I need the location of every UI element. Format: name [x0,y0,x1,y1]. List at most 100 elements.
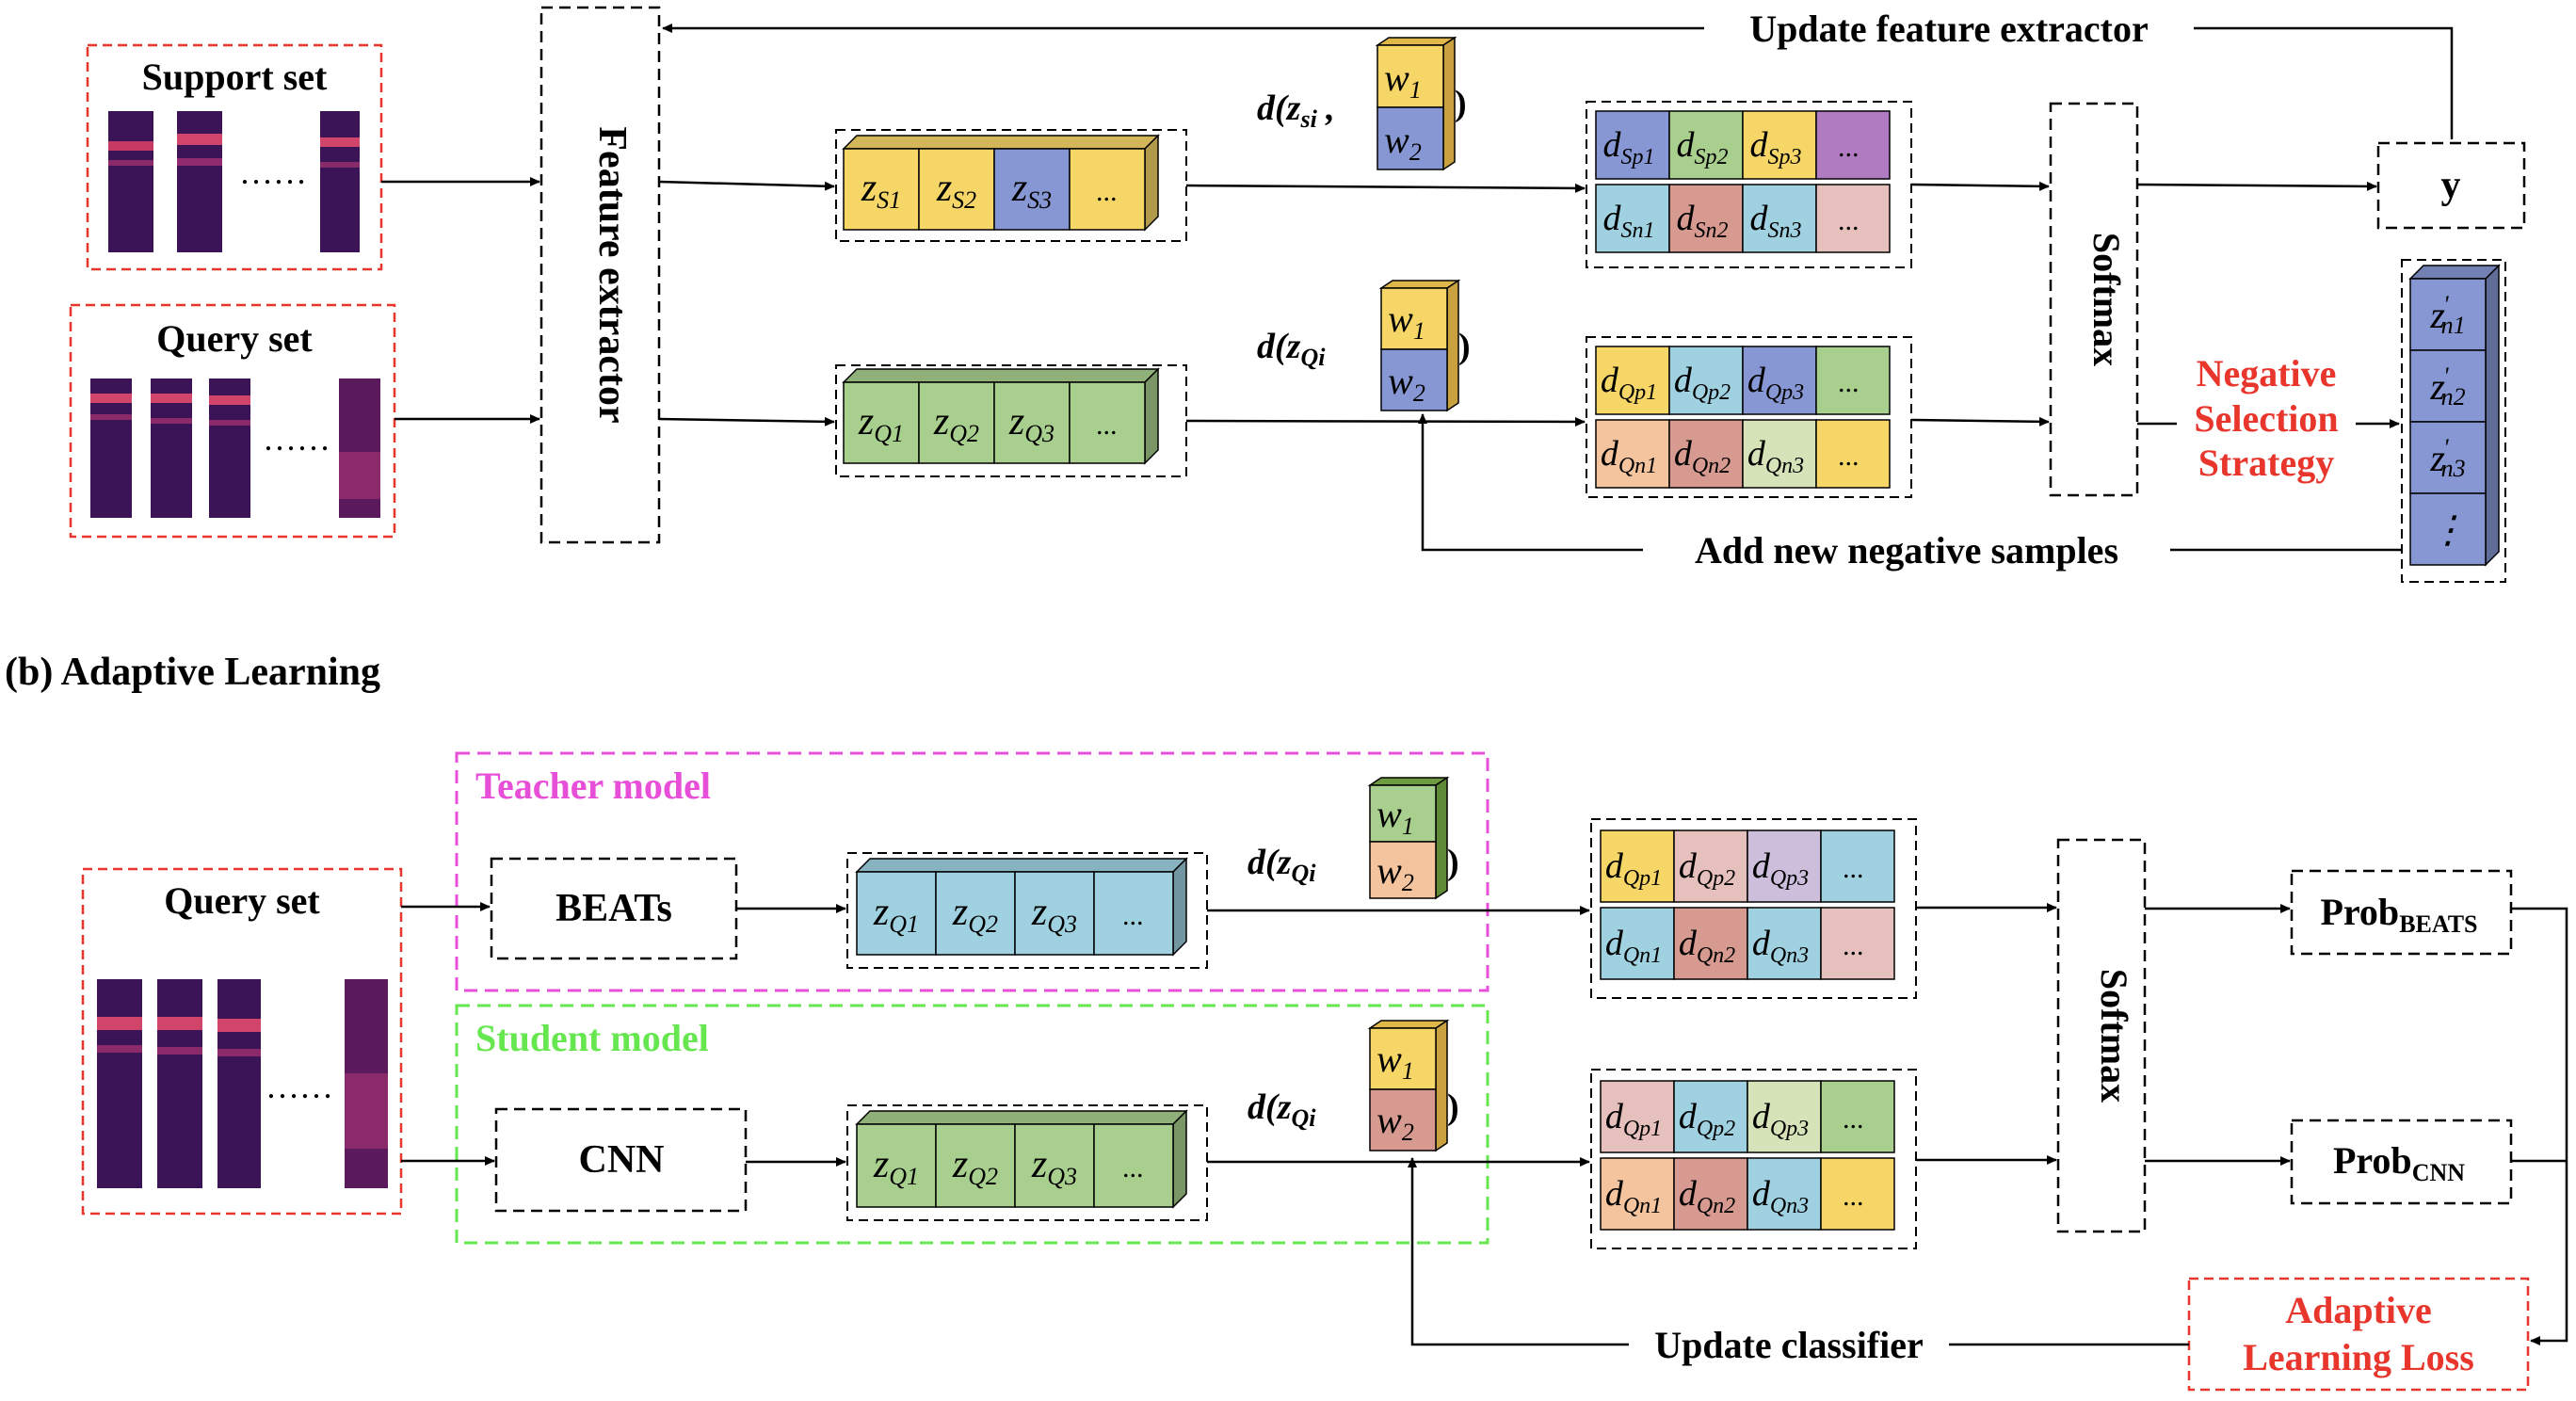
softmax-box-b [2056,838,2147,1233]
prob-cnn-label: ProbCNN [2333,1139,2465,1186]
cuboid-cell [843,148,920,231]
cell-label: ... [1839,205,1860,236]
softmax-label-b: Softmax [2093,969,2135,1103]
grid-cell [1747,1157,1822,1231]
grid-cell [1600,1080,1675,1153]
cell-label: ... [1097,410,1119,441]
query-spectrograms-b: …… [97,979,388,1188]
cuboid-side [1144,367,1159,465]
grid-cell [1668,419,1744,489]
cell-label: zQ1 [873,891,919,938]
cuboid-top [842,368,1160,383]
cell-label: dQn1 [1605,924,1662,968]
adaptive-loss-box [2187,1277,2530,1392]
adaptive-loss-line1: Adaptive [2285,1289,2432,1331]
zn-label: z'n1 [2429,291,2465,339]
cell-label: ... [1839,367,1860,398]
cell-label: zQ1 [873,1143,919,1190]
softmax-label-a: Softmax [2085,233,2128,366]
svg-text:……: …… [266,1068,333,1105]
cuboid-cell [1093,1123,1174,1208]
cuboid-top [855,1110,1188,1125]
grid-cell [1742,184,1817,253]
grid-cell [1595,346,1670,415]
feature-extractor-label: Feature extractor [590,126,634,423]
prob-beats-label: ProbBEATS [2320,891,2477,938]
y-label: y [2441,164,2461,207]
svg-text:w2: w2 [1377,849,1414,896]
part-b-title: (b) Adaptive Learning [5,651,380,694]
svg-text:): ) [1458,327,1471,366]
cuboid-cell [935,871,1016,956]
cell-label: ... [1123,900,1145,931]
zn-cell [2409,278,2487,351]
cuboid-cell [1093,871,1174,956]
zn-label: ⋮ [2429,508,2467,551]
grid-cell [1815,419,1891,489]
grid-cell [1595,419,1670,489]
cell-label: dQp2 [1679,1097,1735,1141]
cuboid-top [855,858,1188,873]
cell-label: dQp3 [1747,361,1804,405]
w-stack-support: w1 w2 ) [1375,36,1467,171]
svg-text:w1: w1 [1377,1038,1414,1085]
w-stack-query: w1 w2 ) [1378,279,1471,412]
query-set-box-b [81,867,403,1216]
softmax-box-a [2049,102,2139,497]
cell-label: dQn3 [1752,1174,1809,1218]
zn-label: z'n2 [2429,362,2465,411]
cuboid-cell [856,871,937,956]
cell-label: dQp2 [1674,361,1731,405]
grid-cell [1742,110,1817,180]
d-query-label: d(zQi [1257,327,1326,371]
grid-cell [1668,184,1744,253]
cuboid-side [1144,134,1159,232]
cell-label: ... [1839,441,1860,472]
d-student-label: d(zQi [1248,1087,1316,1132]
add-negative-label: Add new negative samples [1695,529,2118,572]
w-stack-teacher: w1 w2 ) [1367,776,1459,900]
cell-label: zQ3 [1031,891,1077,938]
grid-cell [1815,110,1891,180]
svg-text:w2: w2 [1388,360,1425,407]
grid-cell [1742,419,1817,489]
teacher-frame [455,751,1489,992]
grid-cell [1595,110,1670,180]
svg-text:): ) [1447,1087,1459,1127]
grid-cell [1820,829,1895,903]
cell-label: zQ3 [1008,400,1055,447]
grid-cell [1668,346,1744,415]
y-box [2376,141,2526,230]
grid-cell [1673,1080,1748,1153]
cuboid-side [1172,1109,1187,1209]
cell-label: dQp1 [1601,361,1657,405]
cuboid-cell [1014,1123,1095,1208]
cell-label: dSp2 [1677,125,1729,169]
cell-label: dQn1 [1605,1174,1662,1218]
cuboid-cell [935,1123,1016,1208]
cell-label: zQ2 [952,891,998,938]
cell-label: dQn1 [1601,434,1657,478]
dq-grid-frame [1586,336,1912,498]
grid-cell [1600,829,1675,903]
cell-label: zQ3 [1031,1143,1077,1190]
cell-label: zQ2 [952,1143,998,1190]
cell-label: dQp1 [1605,1097,1662,1141]
cuboid-top [842,135,1160,150]
grid-cell [1595,184,1670,253]
grid-cell [1820,907,1895,980]
cell-label: dQp3 [1752,846,1809,891]
cell-label: dSn3 [1750,199,1802,243]
cell-label: dSp3 [1750,125,1802,169]
cuboid-cell [856,1123,937,1208]
cell-label: ... [1097,176,1119,207]
grid-cell [1600,907,1675,980]
cell-label: zS1 [861,167,901,214]
cell-label: ... [1843,930,1865,961]
grid-cell [1600,1157,1675,1231]
cuboid-cell [993,148,1071,231]
cell-label: dQp2 [1679,846,1735,891]
svg-text:): ) [1447,843,1459,882]
